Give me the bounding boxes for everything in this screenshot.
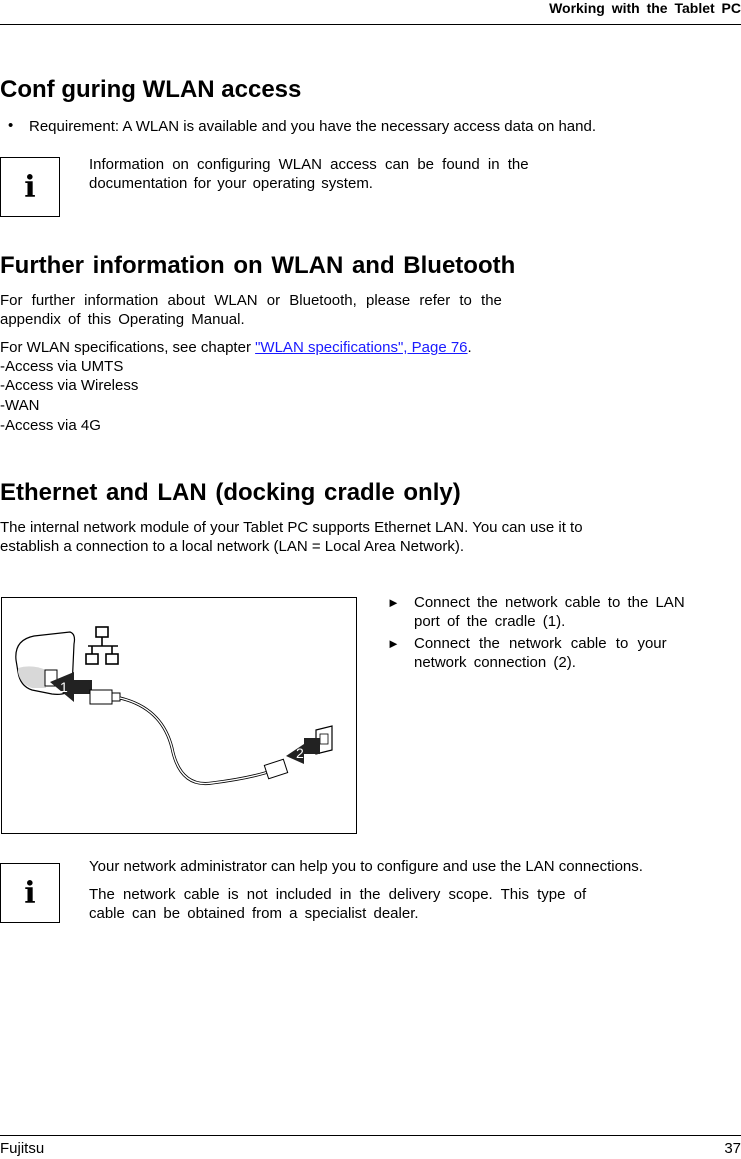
network-cable bbox=[119, 696, 275, 786]
step-2-line: network connection (2). bbox=[414, 654, 576, 671]
cable-note-line: cable can be obtained from a specialist … bbox=[89, 905, 419, 922]
info-icon-glyph: i bbox=[24, 169, 36, 205]
arrow-1 bbox=[50, 672, 92, 702]
label-2: 2 bbox=[296, 745, 304, 761]
heading-configuring-wlan: Conf guring WLAN access bbox=[0, 76, 302, 103]
lan-connection-figure: 1 2 bbox=[1, 597, 357, 834]
list-item: -Access via UMTS bbox=[0, 358, 124, 375]
further-info-line: For further information about WLAN or Bl… bbox=[0, 292, 502, 309]
footer-rule bbox=[0, 1135, 741, 1136]
info-icon-glyph: i bbox=[24, 875, 36, 911]
admin-help-text: Your network administrator can help you … bbox=[89, 858, 643, 875]
header-rule bbox=[0, 24, 741, 25]
spec-suffix: . bbox=[467, 339, 472, 356]
requirement-text: Requirement: A WLAN is available and you… bbox=[29, 118, 597, 135]
info-icon: i bbox=[0, 157, 60, 217]
step-marker: ► bbox=[387, 595, 400, 610]
step-marker: ► bbox=[387, 636, 400, 651]
label-1: 1 bbox=[60, 679, 68, 695]
cradle-shade bbox=[18, 666, 46, 688]
arrow-2 bbox=[286, 738, 320, 764]
info-text-line: Information on configuring WLAN access c… bbox=[89, 156, 529, 173]
network-icon bbox=[85, 626, 119, 665]
step-1-line: Connect the network cable to the LAN bbox=[414, 594, 685, 611]
running-header: Working with the Tablet PC bbox=[549, 0, 741, 16]
plug-1 bbox=[89, 689, 113, 705]
page-number: 37 bbox=[724, 1140, 741, 1157]
plug-2 bbox=[263, 758, 289, 780]
list-item: -WAN bbox=[0, 397, 40, 414]
ethernet-intro-line: establish a connection to a local networ… bbox=[0, 538, 464, 555]
wlan-specifications-link[interactable]: "WLAN specifications", Page 76 bbox=[255, 339, 468, 356]
lan-illustration: 1 2 bbox=[15, 626, 333, 786]
info-icon: i bbox=[0, 863, 60, 923]
further-info-line: appendix of this Operating Manual. bbox=[0, 311, 245, 328]
heading-further-information: Further information on WLAN and Bluetoot… bbox=[0, 252, 516, 279]
spec-reference: For WLAN specifications, see chapter "WL… bbox=[0, 338, 472, 357]
list-item: -Access via 4G bbox=[0, 417, 101, 434]
spec-prefix: For WLAN specifications, see chapter bbox=[0, 339, 256, 356]
footer-brand: Fujitsu bbox=[0, 1140, 45, 1157]
ethernet-intro-line: The internal network module of your Tabl… bbox=[0, 519, 583, 536]
step-2-line: Connect the network cable to your bbox=[414, 635, 667, 652]
info-text-line: documentation for your operating system. bbox=[89, 175, 373, 192]
bullet-marker: • bbox=[8, 117, 14, 134]
step-1-line: port of the cradle (1). bbox=[414, 613, 566, 630]
cable-note-line: The network cable is not included in the… bbox=[89, 886, 587, 903]
list-item: -Access via Wireless bbox=[0, 377, 139, 394]
heading-ethernet-lan: Ethernet and LAN (docking cradle only) bbox=[0, 479, 461, 506]
